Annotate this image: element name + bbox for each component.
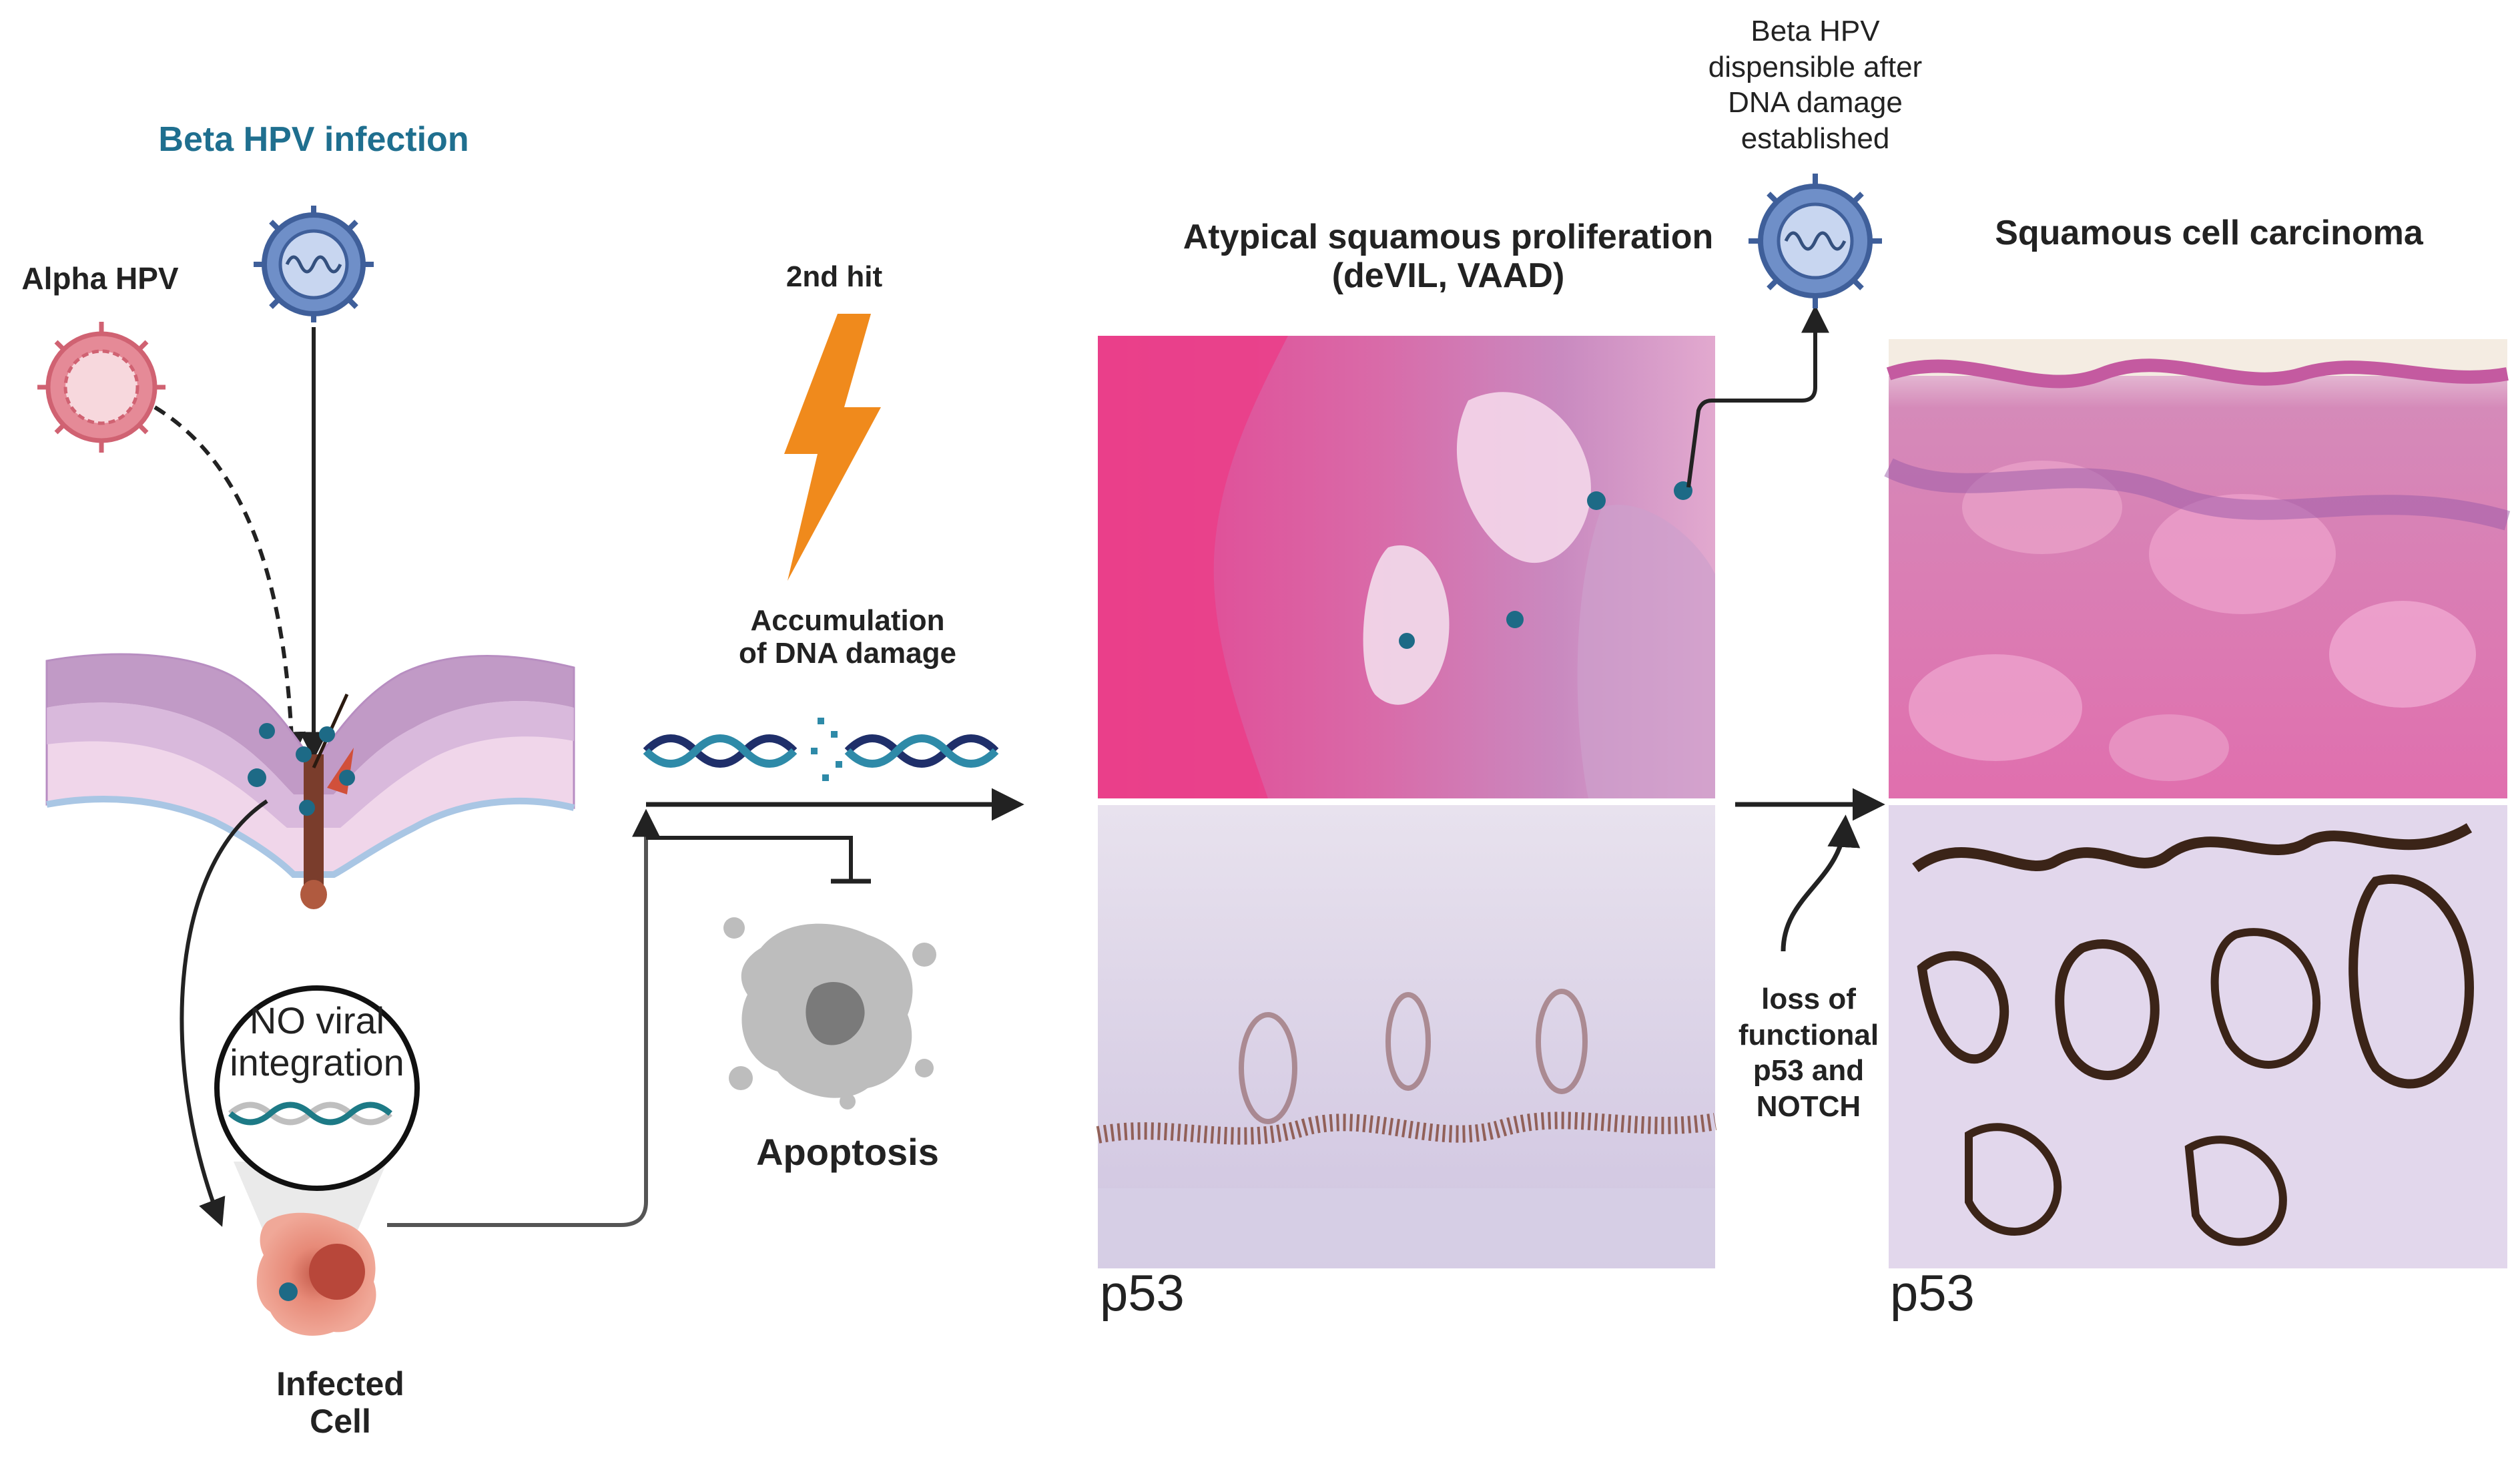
second-hit-label: 2nd hit	[785, 260, 883, 293]
beta-hpv-infection-label: Beta HPV infection	[158, 120, 469, 159]
dispensable-arrow	[1686, 304, 1829, 488]
alpha-entry-dashed-arrow	[153, 405, 306, 760]
no-viral-line1: NO viral	[249, 999, 385, 1041]
infected-cell-line2: Cell	[310, 1403, 371, 1440]
scc-p53-image	[1889, 805, 2507, 1268]
infected-cell-icon	[256, 1212, 376, 1336]
dispensable-line4: established	[1741, 122, 1890, 156]
apoptosis-label: Apoptosis	[756, 1131, 939, 1173]
dispensable-line1: Beta HPV	[1751, 15, 1880, 47]
loss-p53-notch-arrow	[1781, 814, 1861, 952]
infection-to-cell-arrow	[180, 799, 268, 1227]
alpha-hpv-virus-icon	[37, 322, 166, 453]
infected-cell-label: Infected Cell	[240, 1365, 440, 1440]
dna-damage-helix-icon	[643, 718, 999, 781]
atypical-proliferation-title: Atypical squamous proliferation (deVIL, …	[1081, 218, 1815, 295]
loss-line3: p53 and	[1753, 1054, 1865, 1087]
dna-damage-label-line1: Accumulation	[750, 604, 945, 637]
beta-hpv-dispensable-virus-icon	[1749, 174, 1882, 308]
atypical-title-line1: Atypical squamous proliferation	[1183, 218, 1714, 256]
lightning-icon	[784, 314, 881, 581]
p53-left-label: p53	[1100, 1265, 1185, 1322]
atypical-title-line2: (deVIL, VAAD)	[1331, 256, 1565, 296]
infected-cell-line1: Infected	[276, 1365, 404, 1403]
beta-hpv-virus-icon	[254, 206, 374, 322]
scc-he-image	[1884, 339, 2511, 798]
cell-to-damage-arrow	[387, 808, 660, 1227]
loss-line4: NOTCH	[1756, 1090, 1861, 1124]
apoptosis-inhibition-line	[646, 836, 853, 881]
skin-cross-section	[45, 653, 575, 909]
loss-p53-notch-label: loss of functional p53 and NOTCH	[1695, 981, 1922, 1125]
dna-damage-label: Accumulation of DNA damage	[681, 604, 1014, 670]
alpha-hpv-label: Alpha HPV	[21, 261, 179, 296]
loss-line2: functional	[1738, 1018, 1879, 1051]
scc-title: Squamous cell carcinoma	[1995, 214, 2423, 252]
loss-line1: loss of	[1761, 983, 1856, 1015]
dispensable-line3: DNA damage	[1728, 86, 1903, 119]
atypical-p53-image	[1096, 805, 1717, 1268]
beta-hpv-dispensable-label: Beta HPV dispensible after DNA damage es…	[1655, 13, 1975, 157]
atypical-he-image	[1098, 336, 1715, 798]
dna-damage-label-line2: of DNA damage	[739, 637, 956, 670]
no-viral-integration-label: NO viral integration	[217, 999, 417, 1083]
no-viral-line2: integration	[230, 1041, 404, 1083]
dispensable-line2: dispensible after	[1708, 50, 1923, 83]
apoptotic-cell-icon	[723, 917, 936, 1110]
p53-right-label: p53	[1890, 1265, 1975, 1322]
